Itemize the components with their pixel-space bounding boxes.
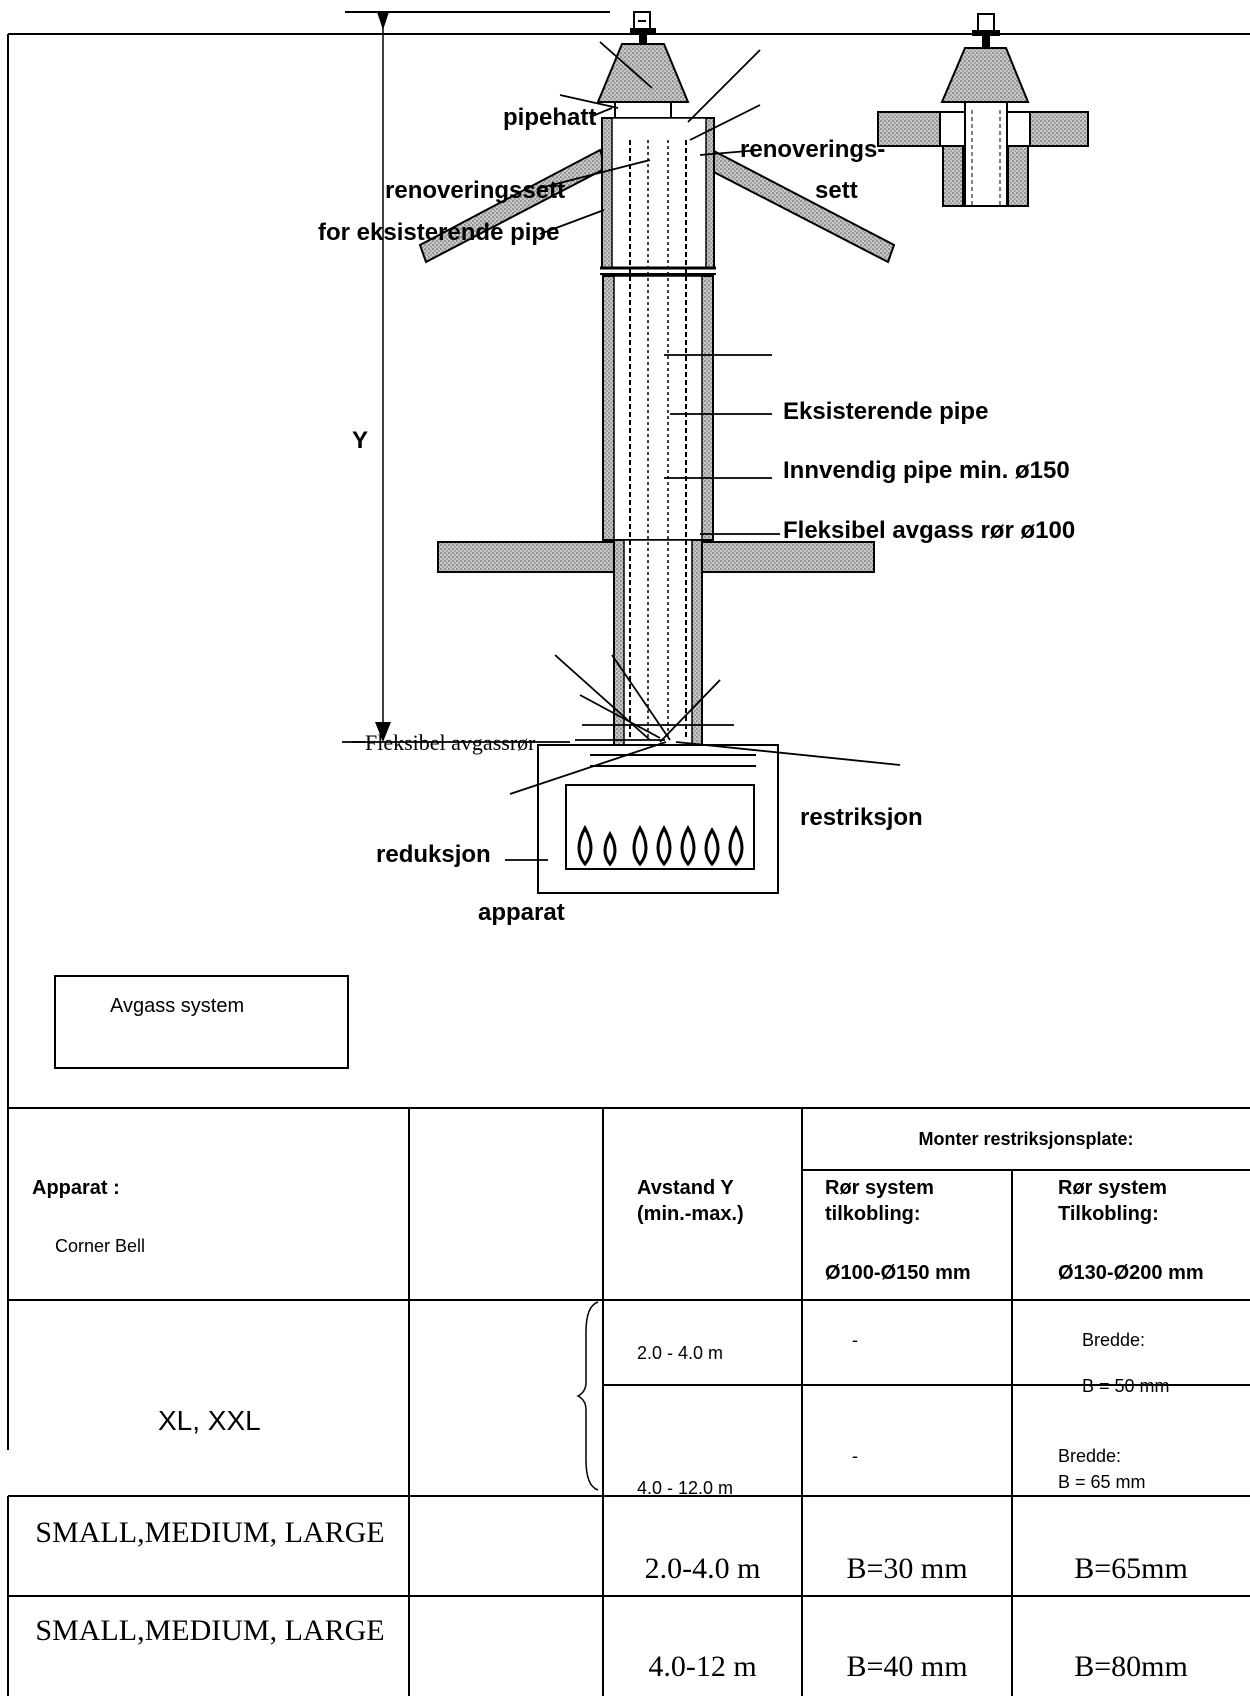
- label-y: Y: [352, 427, 368, 454]
- label-sett-right: sett: [815, 177, 858, 204]
- header-avstand-sub: (min.-max.): [637, 1203, 744, 1225]
- brace-icon: [576, 1301, 599, 1491]
- label-restriksjon: restriksjon: [800, 804, 923, 831]
- table-grid: [7, 1107, 1250, 1696]
- header-avstand: Avstand Y: [637, 1177, 734, 1199]
- row-sml1-name: SMALL,MEDIUM, LARGE: [35, 1516, 385, 1549]
- col1-line1: Rør system: [825, 1177, 934, 1199]
- label-renoveringssett-left: renoveringssett: [385, 177, 565, 204]
- row-sml1-col1: B=30 mm: [846, 1552, 968, 1585]
- xl-range1-col2a: Bredde:: [1082, 1330, 1146, 1350]
- label-innvendig-pipe: Innvendig pipe min. ø150: [783, 457, 1070, 484]
- col2-line2: Tilkobling:: [1058, 1203, 1159, 1225]
- xl-range2: 4.0 - 12.0 m: [637, 1478, 734, 1498]
- row-sml1-range: 2.0-4.0 m: [644, 1552, 761, 1585]
- col1-size: Ø100-Ø150 mm: [825, 1262, 971, 1284]
- xl-range2-col2b: B = 65 mm: [1058, 1472, 1146, 1492]
- xl-range2-col2a: Bredde:: [1058, 1446, 1122, 1466]
- system-box-label: Avgass system: [110, 995, 244, 1017]
- leader-lines: [342, 41, 901, 861]
- col1-line2: tilkobling:: [825, 1203, 921, 1225]
- col2-line1: Rør system: [1058, 1177, 1167, 1199]
- col2-size: Ø130-Ø200 mm: [1058, 1262, 1204, 1284]
- label-reduksjon: reduksjon: [376, 841, 491, 868]
- xl-range1: 2.0 - 4.0 m: [637, 1343, 724, 1363]
- row-sml2-col1: B=40 mm: [846, 1650, 968, 1683]
- row-sml1-col2: B=65mm: [1074, 1552, 1188, 1585]
- label-apparat: apparat: [478, 899, 565, 926]
- label-renoverings-right: renoverings-: [740, 136, 885, 163]
- existing-chimney-upper: [600, 117, 716, 275]
- xl-name: XL, XXL: [158, 1405, 261, 1436]
- row-sml2-name: SMALL,MEDIUM, LARGE: [35, 1614, 385, 1647]
- xl-range2-col1: -: [852, 1446, 858, 1466]
- appliance: [537, 744, 779, 894]
- flames: [577, 824, 744, 867]
- xl-range1-col1: -: [852, 1330, 858, 1350]
- system-box: [54, 975, 349, 1069]
- label-for-eksisterende: for eksisterende pipe: [318, 219, 559, 246]
- label-eksisterende-pipe: Eksisterende pipe: [783, 398, 988, 425]
- chimney-cap-detail: [877, 13, 1089, 207]
- floor-slab: [437, 541, 875, 573]
- xl-range1-col2b: B = 50 mm: [1082, 1376, 1170, 1396]
- header-monter: Monter restriksjonsplate:: [918, 1129, 1134, 1149]
- header-apparat: Apparat :: [32, 1177, 120, 1199]
- label-fleksibel-ror: Fleksibel avgass rør ø100: [783, 517, 1075, 544]
- row-sml2-range: 4.0-12 m: [648, 1650, 757, 1683]
- label-fleksibel-avgassror: Fleksibel avgassrør: [365, 730, 536, 755]
- existing-chimney-column: [602, 140, 714, 746]
- row-sml2-col2: B=80mm: [1074, 1650, 1188, 1683]
- y-dimension-arrow: [375, 12, 391, 742]
- label-pipehatt: pipehatt: [503, 104, 596, 131]
- header-apparat-model: Corner Bell: [55, 1236, 146, 1256]
